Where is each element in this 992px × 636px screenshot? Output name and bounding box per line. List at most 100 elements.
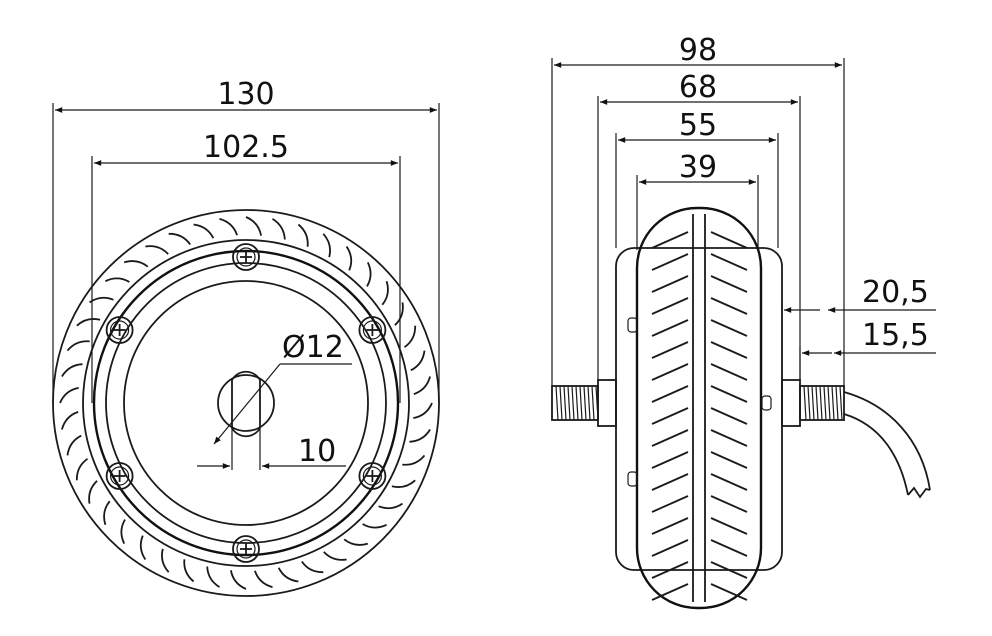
tread-groove — [345, 245, 353, 271]
tread-groove — [245, 216, 262, 236]
tread-chevron-left — [651, 341, 689, 359]
thread-line — [591, 385, 595, 421]
hub-knob-3 — [761, 395, 772, 411]
tread-chevron-right — [710, 297, 748, 315]
tread-chevron-left — [651, 451, 689, 469]
tread-chevron-right — [710, 341, 748, 359]
tread-groove — [123, 260, 149, 268]
tread-groove — [254, 570, 273, 588]
dim-15-label: 15,5 — [862, 318, 929, 353]
tread-chevron-right — [710, 517, 748, 535]
front-screws — [105, 243, 387, 563]
thread-line — [827, 385, 831, 421]
screw-head — [105, 316, 134, 344]
front-hub-ring — [105, 262, 387, 544]
tread-groove — [145, 245, 169, 255]
tread-chevron-left — [651, 319, 689, 337]
tread-groove — [88, 480, 98, 504]
tread-groove — [105, 277, 130, 283]
tread-groove — [378, 502, 404, 510]
tread-groove — [413, 402, 433, 419]
tread-chevron-left — [651, 429, 689, 447]
dim-68-label: 68 — [679, 70, 717, 105]
front-tire-outer — [52, 209, 440, 597]
tread-groove — [301, 560, 324, 574]
hub-knob-1 — [627, 317, 638, 333]
tread-groove — [410, 350, 426, 372]
left-thread-lines — [555, 385, 599, 421]
dim-axle-leader — [213, 363, 281, 445]
dim-55-label: 55 — [679, 108, 717, 143]
tread-groove — [362, 523, 387, 529]
thread-line — [839, 385, 843, 421]
tread-chevron-right — [710, 473, 748, 491]
screw-head — [358, 316, 387, 344]
tread-groove — [297, 223, 309, 247]
tread-chevron-left — [651, 517, 689, 535]
screw-ring — [362, 320, 382, 340]
thread-line — [823, 385, 827, 421]
tread-chevron-right — [710, 495, 748, 513]
right-axle-nut — [781, 379, 801, 427]
thread-line — [587, 385, 591, 421]
thread-line — [555, 385, 559, 421]
tread-chevron-right — [710, 385, 748, 403]
side-view: 98 68 55 39 20,5 15,5 — [551, 33, 936, 610]
motor-cable-bottom — [843, 413, 909, 496]
tread-groove — [343, 538, 369, 546]
dim-39-label: 39 — [679, 150, 717, 185]
thread-line — [835, 385, 839, 421]
motor-cable-top — [843, 391, 931, 491]
tread-chevron-right — [710, 429, 748, 447]
dim-130-label: 130 — [217, 77, 274, 112]
dim-20-label: 20,5 — [862, 275, 929, 310]
thread-line — [563, 385, 567, 421]
tread-chevron-left — [651, 275, 689, 293]
thread-line — [803, 385, 807, 421]
tread-groove — [366, 262, 372, 287]
dim-flat-label: 10 — [298, 434, 336, 469]
tread-chevron-left — [651, 231, 689, 249]
tread-chevron-left — [651, 473, 689, 491]
screw-ring — [109, 320, 130, 340]
tread-groove — [409, 429, 431, 443]
tread-groove — [168, 232, 191, 246]
tread-chevron-right — [710, 319, 748, 337]
tread-chevron-left — [651, 253, 689, 271]
tread-chevron-left — [651, 583, 689, 601]
front-view: 130 102.5 Ø12 10 — [52, 77, 440, 597]
tread-groove — [402, 454, 426, 466]
tread-groove — [76, 318, 101, 327]
tread-chevron-left — [651, 539, 689, 557]
left-axle-thread — [551, 385, 599, 421]
front-hub-cover — [123, 280, 369, 526]
tread-groove — [413, 376, 431, 395]
tread-groove — [206, 566, 220, 588]
thread-line — [571, 385, 575, 421]
tread-groove — [66, 340, 90, 352]
screw-head — [232, 243, 260, 271]
front-tread-grooves — [59, 216, 433, 590]
tread-chevron-left — [651, 407, 689, 425]
dim-102-label: 102.5 — [203, 130, 289, 165]
front-axle-collar — [217, 374, 275, 432]
tread-chevron-right — [710, 231, 748, 249]
side-tire — [635, 206, 763, 610]
screw-ring — [236, 539, 256, 559]
tread-chevron-right — [710, 407, 748, 425]
thread-line — [559, 385, 563, 421]
screw-ring — [362, 466, 382, 486]
tread-groove — [61, 411, 79, 430]
tread-groove — [193, 223, 215, 239]
tread-chevron-left — [651, 297, 689, 315]
hub-knob-2 — [627, 471, 638, 487]
tread-groove — [272, 218, 286, 240]
tread-groove — [381, 280, 389, 306]
tread-groove — [103, 500, 111, 526]
front-tire-inner — [82, 239, 410, 567]
screw-head — [105, 462, 134, 490]
tread-groove — [403, 325, 417, 348]
tread-chevron-right — [710, 253, 748, 271]
tread-groove — [394, 302, 404, 326]
